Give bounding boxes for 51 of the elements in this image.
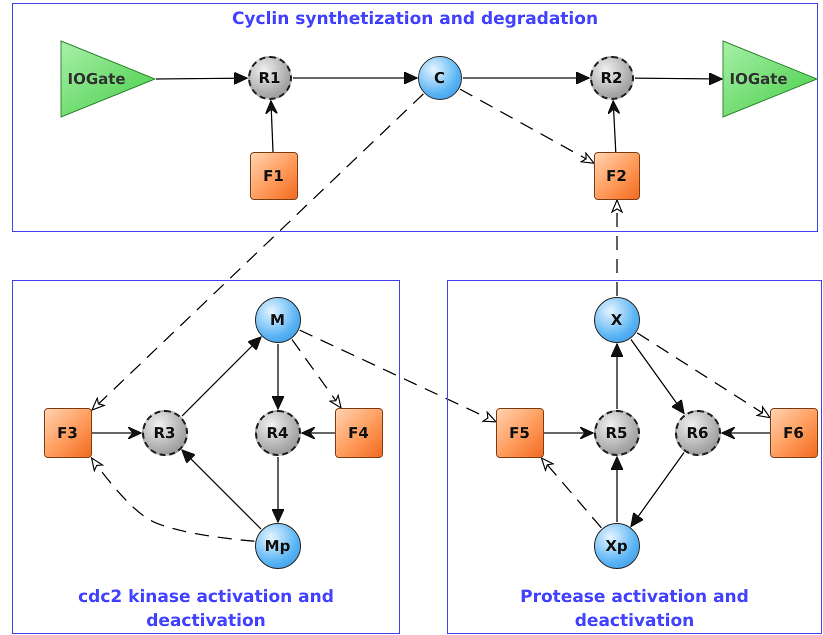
panel-title: Cyclin synthetization and degradation [230,8,600,31]
dashed-arrow [299,330,497,422]
panel-title: Protease activation and deactivation [519,586,750,633]
arrow [630,452,685,528]
compartment-panel [12,3,818,232]
reaction-circle: R2 [590,56,634,100]
dashed-arrow [460,88,595,164]
arrow [156,72,248,85]
species-circle: Xp [594,522,640,568]
gate-triangle: IOGate [722,40,818,118]
panel-title: cdc2 kinase activation and deactivation [77,586,335,633]
arrow [181,449,262,530]
arrow [610,343,624,409]
factor-box: F6 [770,408,818,458]
factor-box: F5 [496,408,544,458]
factor-box: F2 [594,152,640,200]
dashed-arrow [90,457,255,542]
dashed-arrow [91,93,424,411]
compartment-panel [447,280,822,634]
species-circle: M [254,296,300,342]
arrow [630,339,685,414]
compartment-panel [12,280,400,634]
reaction-circle: R3 [142,410,188,456]
dashed-arrow [611,199,623,296]
arrow [271,457,285,523]
arrow [463,71,590,85]
arrow [635,72,723,86]
reaction-circle: R4 [254,410,300,456]
arrow [264,100,278,152]
factor-box: F3 [44,408,92,458]
arrow [182,336,262,416]
gate-triangle: IOGate [60,40,156,118]
factor-box: F1 [250,152,298,200]
arrow [271,344,285,410]
arrow [610,456,624,522]
arrow [607,100,620,152]
dashed-arrow [636,332,771,418]
dashed-arrow [291,339,342,409]
species-circle: C [418,56,462,100]
reaction-circle: R5 [594,410,640,456]
arrow [544,426,594,440]
arrow [293,71,418,85]
factor-box: F4 [334,408,382,458]
reaction-circle: R6 [674,410,720,456]
dashed-arrow [540,457,602,528]
arrow [92,426,142,440]
arrow [721,426,770,440]
arrow [301,426,335,440]
species-circle: X [594,296,640,342]
species-circle: Mp [254,522,300,568]
reaction-circle: R1 [248,56,292,100]
